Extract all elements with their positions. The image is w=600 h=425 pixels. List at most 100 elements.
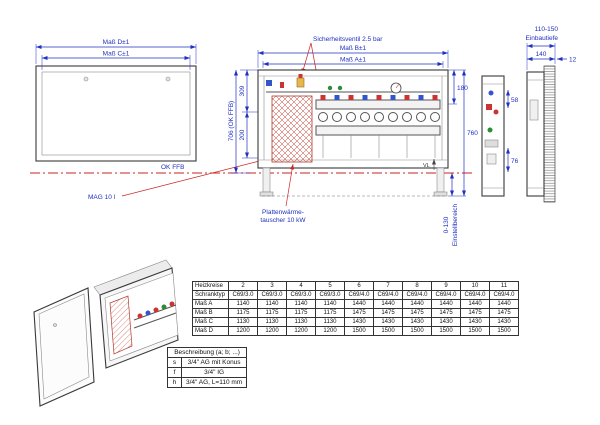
- section-view: Maß B±1 Maß A±1 Sicherheitsventil 2.5 ba…: [228, 36, 478, 246]
- size-cell: C69/4.0: [344, 290, 374, 300]
- pressure-gauge: [390, 82, 402, 94]
- size-cell: C69/4.0: [460, 290, 490, 300]
- size-cell: C69/4.0: [489, 290, 519, 300]
- size-cell: C69/4.0: [373, 290, 403, 300]
- size-cell: C69/3.0: [315, 290, 345, 300]
- legs: [259, 167, 448, 197]
- size-cell: 1430: [460, 317, 490, 327]
- size-row-label: Maß C: [192, 317, 229, 327]
- size-cell: 1200: [315, 326, 345, 336]
- door-lock-left: [83, 76, 89, 82]
- cabinet-front-outline: [35, 65, 197, 162]
- door-lock-right: [165, 76, 171, 82]
- size-cell: 4: [286, 281, 316, 291]
- size-cell: 1140: [315, 299, 345, 309]
- size-row-label: Maß A: [192, 299, 229, 309]
- size-cell: 1500: [373, 326, 403, 336]
- size-cell: 10: [460, 281, 490, 291]
- size-cell: 1440: [373, 299, 403, 309]
- label-heat-exchanger-line1: Plattenwärme-: [262, 209, 304, 216]
- size-cell: 1475: [402, 308, 432, 318]
- dim-mass-c: Maß C±1: [103, 51, 130, 58]
- size-cell: 1440: [402, 299, 432, 309]
- installation-depth-view: 110-150 Einbautiefe 140 12: [525, 26, 577, 203]
- size-cell: 8: [402, 281, 432, 291]
- size-cell: 1440: [460, 299, 490, 309]
- size-cell: C69/3.0: [228, 290, 258, 300]
- dim-706: 706 (OK FFB): [228, 101, 235, 141]
- manifold: [315, 95, 441, 158]
- size-cell: C69/3.0: [286, 290, 316, 300]
- dim-adjust-range: 0-130: [443, 216, 450, 233]
- dim-760: 760: [467, 130, 478, 137]
- size-cell: C69/4.0: [431, 290, 461, 300]
- plate-heat-exchanger: [271, 95, 313, 163]
- size-cell: 1175: [315, 308, 345, 318]
- size-cell: 1140: [286, 299, 316, 309]
- size-cell: 1475: [344, 308, 374, 318]
- size-cell: 1500: [460, 326, 490, 336]
- label-ok-ffb: OK FFB: [161, 164, 184, 171]
- dim-200: 200: [239, 129, 246, 140]
- size-row-label: Maß D: [192, 326, 229, 336]
- label-safety-valve: Sicherheitsventil 2.5 bar: [313, 36, 383, 43]
- description-value: 3/4" AG mit Konus: [180, 357, 248, 368]
- dim-58: 58: [511, 97, 519, 104]
- size-cell: C69/3.0: [257, 290, 287, 300]
- size-cell: 1175: [286, 308, 316, 318]
- size-cell: 1500: [431, 326, 461, 336]
- wall-section: [543, 65, 556, 203]
- size-cell: 1130: [228, 317, 258, 327]
- size-cell: 1130: [286, 317, 316, 327]
- mag-connection: [266, 80, 272, 86]
- isometric-view: [33, 259, 179, 407]
- dim-mass-b: Maß B±1: [340, 45, 367, 52]
- dim-76: 76: [511, 158, 519, 165]
- side-view: 58 76: [481, 75, 519, 197]
- description-title: Beschreibung (a; b; ...): [166, 347, 248, 358]
- size-cell: 1200: [286, 326, 316, 336]
- size-cell: 1500: [402, 326, 432, 336]
- size-cell: 5: [315, 281, 345, 291]
- size-cell: 3: [257, 281, 287, 291]
- dim-mass-a: Maß A±1: [340, 57, 366, 64]
- size-cell: 9: [431, 281, 461, 291]
- size-cell: 1200: [257, 326, 287, 336]
- size-cell: 1475: [373, 308, 403, 318]
- size-cell: 1430: [344, 317, 374, 327]
- size-cell: 1130: [257, 317, 287, 327]
- dim-309: 309: [239, 85, 246, 96]
- size-cell: 1175: [257, 308, 287, 318]
- dim-140: 140: [536, 51, 547, 58]
- size-row-label: Heizkreise: [192, 281, 229, 291]
- size-cell: 2: [228, 281, 258, 291]
- size-cell: 1440: [431, 299, 461, 309]
- size-cell: 1140: [228, 299, 258, 309]
- size-cell: 1200: [228, 326, 258, 336]
- size-cell: 1500: [489, 326, 519, 336]
- size-cell: 1140: [257, 299, 287, 309]
- label-mag: MAG 10 l: [88, 194, 116, 201]
- description-value: 3/4" AG, L=110 mm: [180, 377, 248, 388]
- size-cell: 1430: [402, 317, 432, 327]
- size-cell: 7: [373, 281, 403, 291]
- description-key: f: [167, 367, 182, 378]
- label-heat-exchanger-line2: tauscher 10 kW: [260, 217, 306, 224]
- size-cell: 1500: [344, 326, 374, 336]
- description-value: 3/4" IG: [180, 367, 248, 378]
- size-cell: C69/4.0: [402, 290, 432, 300]
- front-view: Maß D±1 Maß C±1: [35, 39, 197, 162]
- size-cell: 1430: [431, 317, 461, 327]
